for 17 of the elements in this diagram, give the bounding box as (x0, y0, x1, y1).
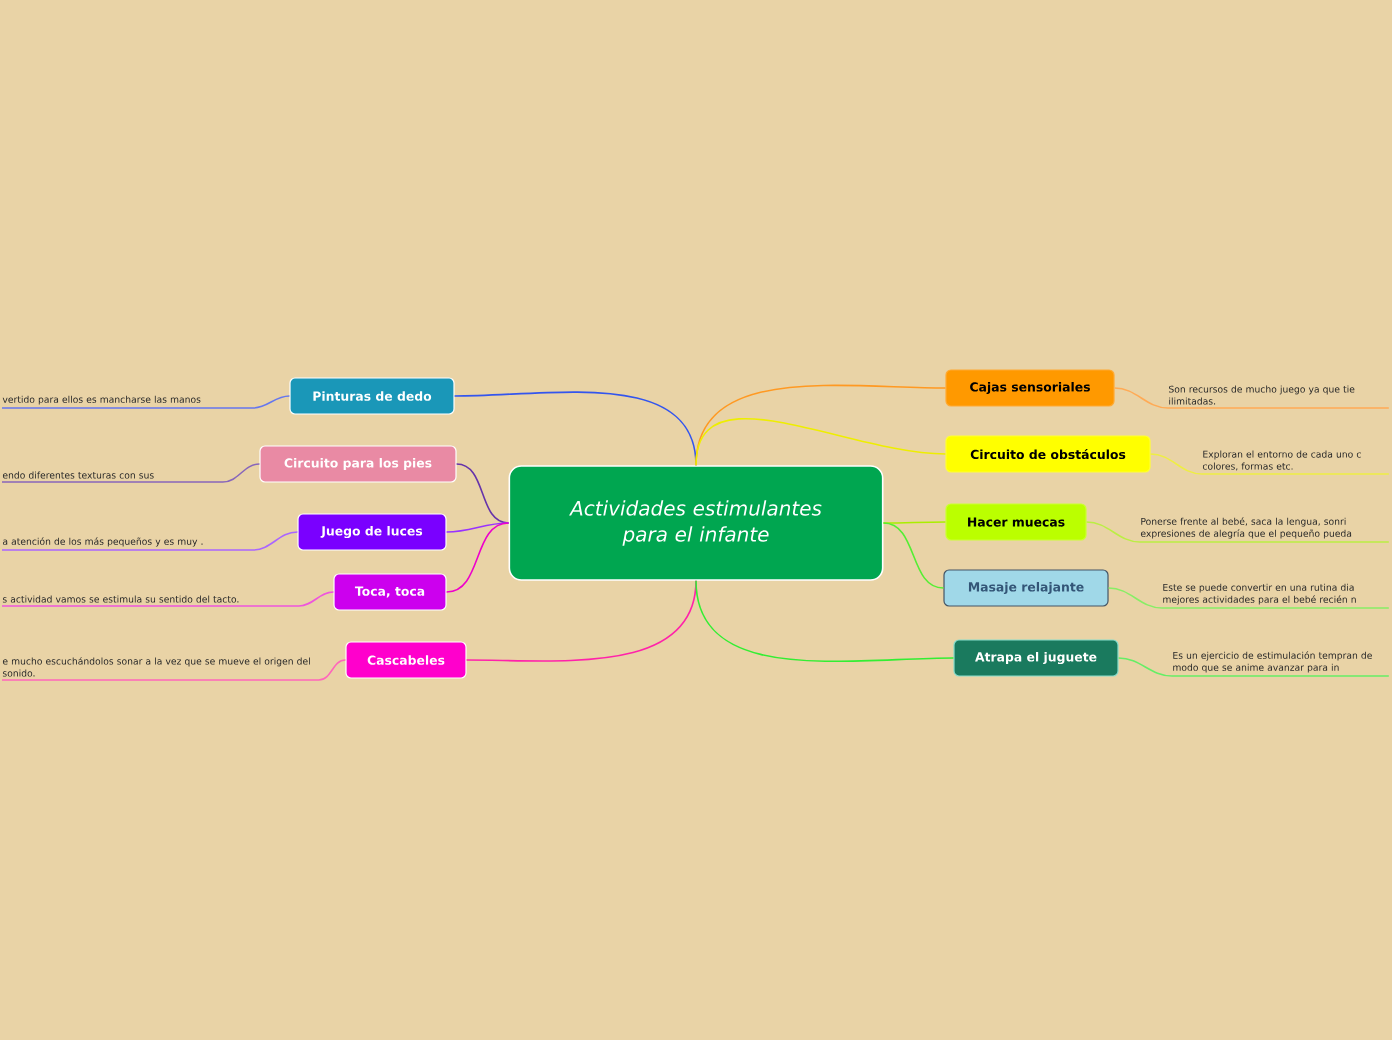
connector-line (1, 463, 261, 483)
connector-line (882, 521, 947, 524)
connector-line (1, 531, 299, 551)
connector-line (1149, 453, 1390, 475)
connector-line (695, 418, 947, 466)
connector-line (882, 522, 945, 589)
connector-line (1085, 521, 1390, 543)
connector-line (1107, 587, 1390, 609)
connector-line (695, 580, 955, 663)
connector-line (445, 522, 510, 533)
connector-line (1, 395, 291, 409)
topic-box: Actividades estimulantes para el infante (508, 465, 884, 581)
connector-line (445, 522, 510, 593)
connector-line (1, 591, 335, 607)
connector-line (1, 659, 347, 681)
connector-line (1113, 387, 1390, 409)
connector-line (1117, 657, 1390, 677)
